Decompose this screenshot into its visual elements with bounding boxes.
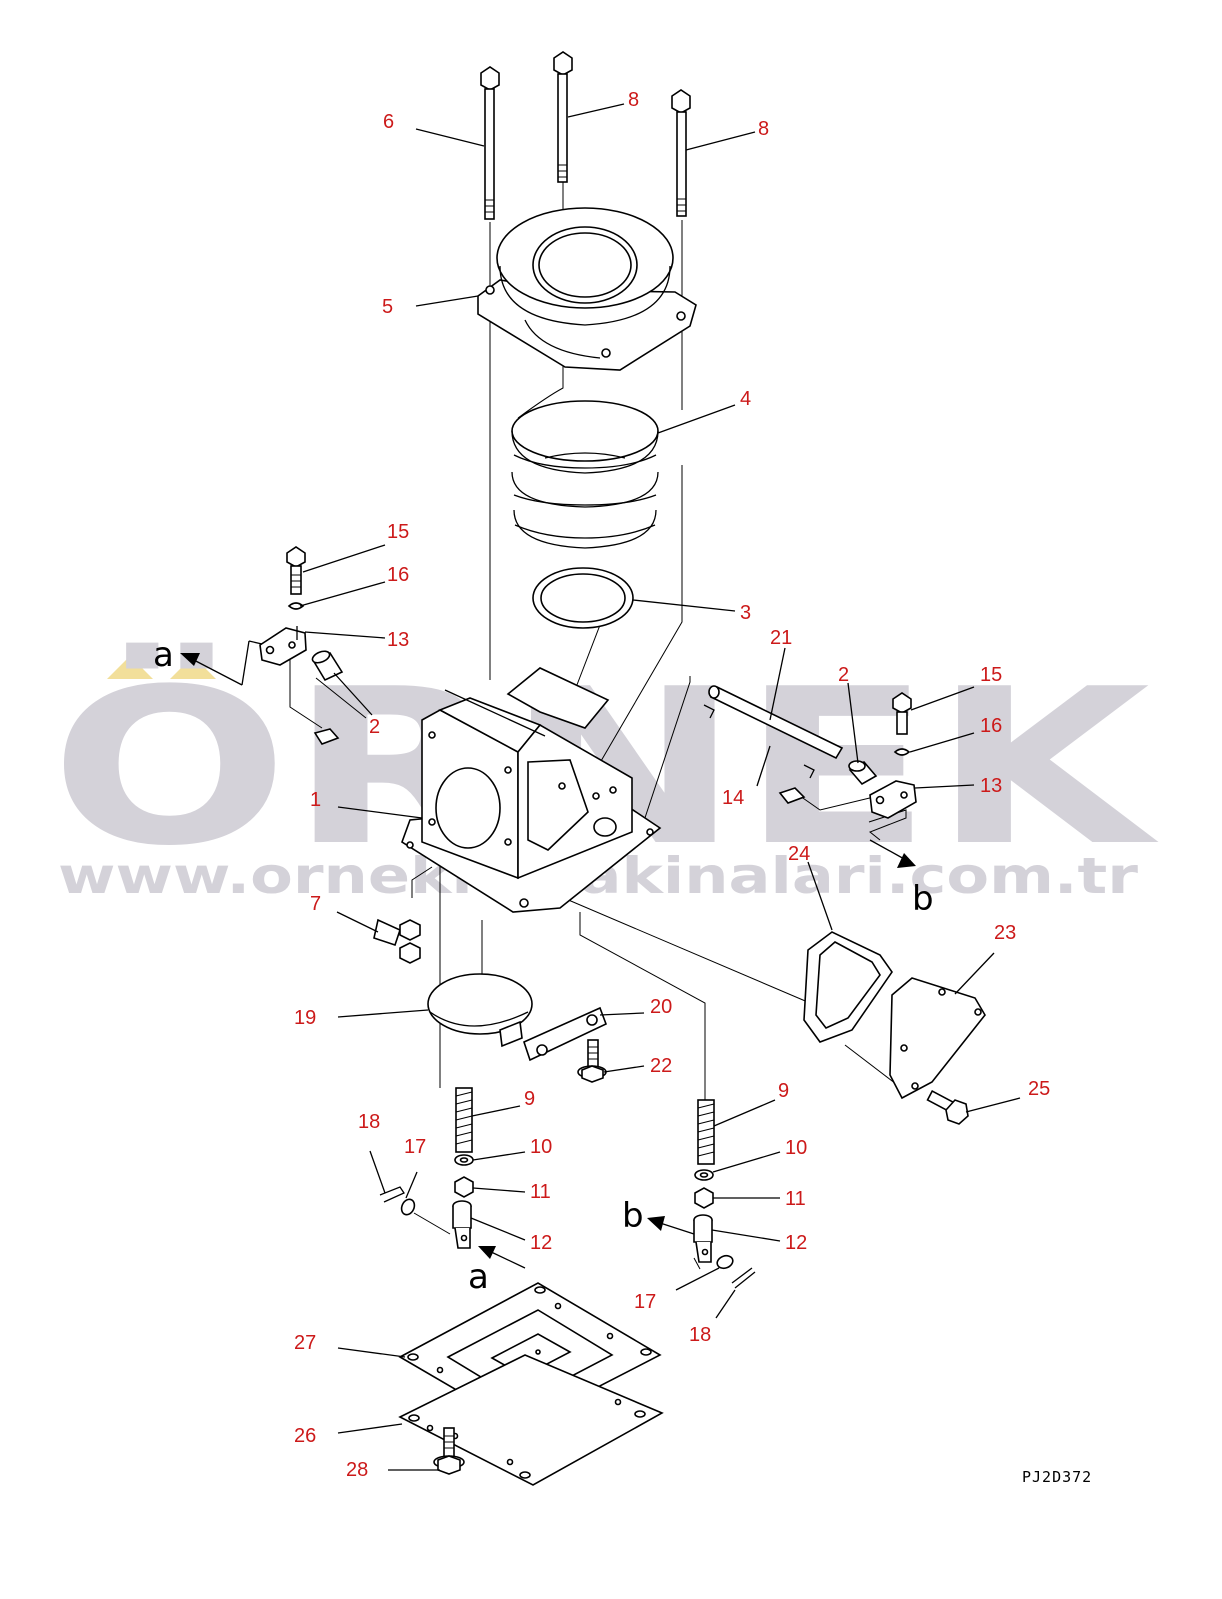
callout-1: 1 xyxy=(310,789,321,811)
callout-26: 26 xyxy=(294,1425,316,1447)
arrow-head-b-right xyxy=(897,853,916,868)
part-15-bolt-left xyxy=(286,546,306,595)
callout-4: 4 xyxy=(740,388,751,410)
callout-17: 17 xyxy=(404,1136,426,1158)
view-arrows xyxy=(180,640,916,1269)
part-1-body xyxy=(401,667,662,913)
callout-18: 18 xyxy=(358,1111,380,1133)
callout-27: 27 xyxy=(294,1332,316,1354)
callout-10: 10 xyxy=(785,1137,807,1159)
callout-25: 25 xyxy=(1028,1078,1050,1100)
part-10-washers xyxy=(454,1154,714,1181)
watermark-accent-right xyxy=(170,656,216,679)
view-letter-b: b xyxy=(912,879,934,919)
part-9-spring-left xyxy=(455,1087,473,1153)
callout-5: 5 xyxy=(382,296,393,318)
part-20-bracket xyxy=(523,1006,608,1062)
callout-19: 19 xyxy=(294,1007,316,1029)
callout-21: 21 xyxy=(770,627,792,649)
callout-9: 9 xyxy=(778,1080,789,1102)
callout-7: 7 xyxy=(310,893,321,915)
part-18-cotter-pins xyxy=(379,1186,756,1289)
arrow-head-a-top xyxy=(180,653,200,666)
part-2-bushing-right xyxy=(848,760,878,786)
callout-13: 13 xyxy=(980,775,1002,797)
arrow-head-a-bottom xyxy=(478,1246,496,1259)
part-25-bolt xyxy=(926,1089,969,1125)
callout-9: 9 xyxy=(524,1088,535,1110)
callout-22: 22 xyxy=(650,1055,672,1077)
callout-8: 8 xyxy=(628,89,639,111)
callout-2: 2 xyxy=(369,716,380,738)
part-15-bolt-right xyxy=(892,692,912,735)
assembly-lines xyxy=(289,180,907,1270)
pin-left xyxy=(313,728,340,745)
leader-lines xyxy=(299,103,1021,1471)
callout-12: 12 xyxy=(785,1232,807,1254)
callout-15: 15 xyxy=(387,521,409,543)
part-17-washers xyxy=(400,1198,734,1270)
part-8-long-bolt-center xyxy=(553,51,573,183)
part-22-flange-bolt xyxy=(577,1039,607,1083)
callout-20: 20 xyxy=(650,996,672,1018)
part-26-plate xyxy=(398,1354,664,1486)
callout-11: 11 xyxy=(530,1181,551,1203)
part-11-nuts xyxy=(454,1176,714,1209)
callout-labels: 1 2 2 3 4 5 6 7 8 8 9 9 10 10 11 11 12 1… xyxy=(294,89,1050,1481)
view-letter-a: a xyxy=(153,635,174,675)
callout-2: 2 xyxy=(838,664,849,686)
part-9-spring-right xyxy=(697,1099,715,1165)
part-21-rod xyxy=(703,685,844,779)
callout-16: 16 xyxy=(387,564,409,586)
callout-12: 12 xyxy=(530,1232,552,1254)
callout-15: 15 xyxy=(980,664,1002,686)
callout-16: 16 xyxy=(980,715,1002,737)
part-5-flange xyxy=(477,207,697,371)
part-19-disc-valve xyxy=(427,973,533,1048)
part-16-lockwasher-right xyxy=(893,748,911,756)
part-23-cover xyxy=(889,977,986,1100)
pin-right xyxy=(778,787,806,804)
callout-14: 14 xyxy=(722,787,744,809)
callout-3: 3 xyxy=(740,602,751,624)
callout-23: 23 xyxy=(994,922,1016,944)
callout-18: 18 xyxy=(689,1324,711,1346)
view-letter-a: a xyxy=(468,1257,489,1297)
callout-10: 10 xyxy=(530,1136,552,1158)
part-16-lockwasher-left xyxy=(287,602,305,610)
part-7-nuts xyxy=(373,918,421,964)
view-letters: a a b b xyxy=(153,635,934,1297)
callout-11: 11 xyxy=(785,1188,806,1210)
view-letter-b: b xyxy=(622,1196,644,1236)
part-12-clevis-left xyxy=(452,1200,472,1249)
callout-8: 8 xyxy=(758,118,769,140)
part-28-flange-bolt xyxy=(433,1427,465,1475)
callout-24: 24 xyxy=(788,843,810,865)
drawing-code: PJ2D372 xyxy=(1022,1468,1092,1486)
callout-13: 13 xyxy=(387,629,409,651)
arrow-head-b-bottom xyxy=(647,1216,665,1231)
part-24-gasket xyxy=(803,931,893,1043)
callout-17: 17 xyxy=(634,1291,656,1313)
part-4-bellows xyxy=(511,400,659,549)
part-8-long-bolt-right xyxy=(671,89,691,217)
part-6-long-bolt xyxy=(480,66,500,220)
callout-28: 28 xyxy=(346,1459,368,1481)
watermark-accent-left xyxy=(107,656,153,679)
part-3-gasket-ring xyxy=(532,567,634,629)
part-13-clamp-left xyxy=(259,626,307,666)
callout-6: 6 xyxy=(383,111,394,133)
part-12-clevis-right xyxy=(693,1214,713,1263)
part-13-clamp-right xyxy=(869,780,917,819)
